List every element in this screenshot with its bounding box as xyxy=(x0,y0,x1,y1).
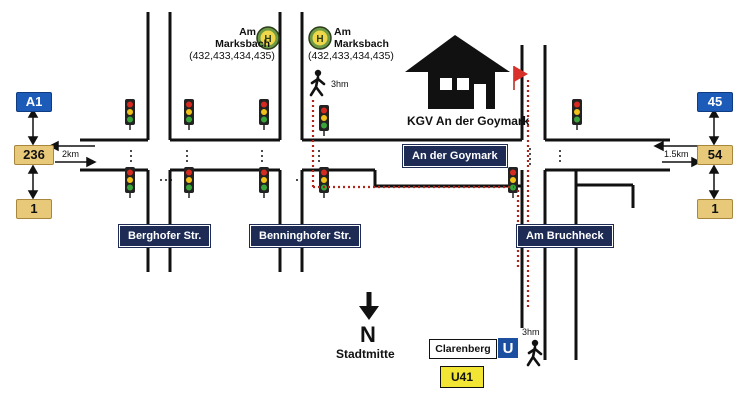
bus-stop-lines: (432,433,434,435) xyxy=(308,50,394,62)
u-bahn-icon: U xyxy=(498,338,518,358)
destination-flag-icon xyxy=(513,66,528,90)
bus-stop-label: Am Marksbach (432,433,434,435) xyxy=(189,26,275,62)
pedestrian-icon xyxy=(526,338,543,367)
street-sign-benninghofer: Benninghofer Str. xyxy=(248,224,362,248)
motorway-sign-left: A1 xyxy=(16,92,52,112)
pedestrian-icon xyxy=(309,68,326,97)
walk-time-bottom: 3hm xyxy=(522,327,540,337)
svg-text:U: U xyxy=(503,340,514,357)
svg-text:H: H xyxy=(316,34,323,45)
crosswalks xyxy=(130,148,561,181)
bus-stop-icon: H xyxy=(256,26,280,50)
south-arrow-icon xyxy=(359,292,379,320)
direction-arrows xyxy=(48,140,702,168)
bus-stop-label: Am Marksbach xyxy=(334,26,389,50)
road-sign-right: 1 xyxy=(697,199,733,219)
compass-letter: N xyxy=(360,322,376,347)
station-name: Clarenberg xyxy=(429,339,497,359)
side-lane xyxy=(373,170,635,208)
cross-streets xyxy=(146,12,578,360)
motorway-sign-right: 45 xyxy=(697,92,733,112)
main-road xyxy=(80,138,670,172)
distance-right: 1.5km xyxy=(664,149,689,159)
federal-road-sign-right: 54 xyxy=(697,145,733,165)
road-sign-left: 1 xyxy=(16,199,52,219)
compass-label: Stadtmitte xyxy=(336,347,395,361)
distance-left: 2km xyxy=(62,149,80,159)
svg-text:H: H xyxy=(264,34,271,45)
street-sign-bruchheck: Am Bruchheck xyxy=(516,224,614,248)
street-sign-goymark: An der Goymark xyxy=(402,144,508,168)
street-sign-berghofer: Berghofer Str. xyxy=(117,224,212,248)
bus-stop-icon: H xyxy=(308,26,332,50)
walk-time-top: 3hm xyxy=(331,79,349,89)
up-down-arrow-icon xyxy=(27,108,720,200)
federal-road-sign-left: 236 xyxy=(14,145,54,165)
destination-label: KGV An der Goymark xyxy=(407,114,530,128)
house-icon xyxy=(405,35,510,109)
subway-line-badge: U41 xyxy=(440,366,484,388)
